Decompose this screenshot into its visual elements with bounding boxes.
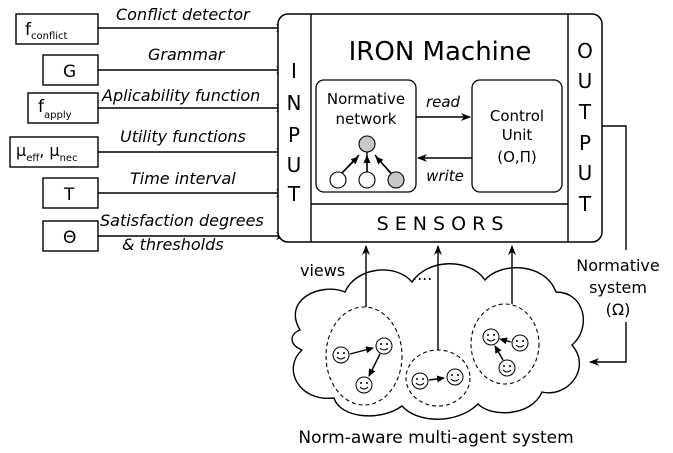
views-ellipsis: .... [412, 265, 432, 284]
input-box-grammar [42, 54, 99, 86]
write-label: write [426, 167, 464, 185]
input-letter: U [287, 153, 302, 177]
views-label: views [300, 261, 345, 280]
input-symbol: G [63, 62, 76, 82]
output-letter: T [578, 192, 592, 216]
normative-system-label: system [589, 278, 647, 297]
input-symbol: T [63, 185, 75, 205]
agent-link [499, 337, 512, 345]
iron-machine: IRON Machine I N P U T O U T P U T S E N… [277, 13, 603, 243]
input-label: Satisfaction degrees [100, 211, 264, 230]
agent-smiley [482, 328, 500, 346]
input-row-time: T Time interval [42, 169, 286, 209]
agent-link [349, 346, 374, 355]
output-letter: U [578, 69, 593, 93]
input-label: Time interval [130, 169, 236, 188]
machine-title: IRON Machine [349, 37, 532, 67]
agent-smiley [375, 337, 393, 355]
normative-network-label: network [336, 110, 397, 128]
network-node [329, 171, 347, 189]
agent-smiley [355, 376, 373, 394]
input-symbol: Θ [63, 228, 76, 248]
input-symbol: fapply [38, 97, 72, 121]
agent-smiley [332, 346, 350, 364]
control-unit-label: (O,Π) [497, 148, 537, 166]
network-arrow [341, 156, 359, 174]
output-letter: O [577, 39, 593, 63]
control-unit-label: Unit [502, 126, 533, 144]
output-letter: P [579, 131, 591, 155]
input-letter: T [287, 182, 301, 206]
agent-link [368, 353, 381, 377]
read-label: read [426, 93, 461, 111]
input-row-grammar: G Grammar [42, 45, 286, 86]
normative-system-label: (Ω) [606, 300, 631, 319]
normative-network-label: Normative [327, 90, 405, 108]
network-node [387, 171, 405, 189]
agent-smiley [498, 359, 516, 377]
network-arrow [375, 156, 392, 174]
agent-link [494, 345, 504, 361]
agent-smiley [511, 334, 529, 352]
input-letter: I [291, 59, 297, 83]
agent-smiley [446, 368, 464, 386]
normative-system-bg [566, 250, 670, 322]
input-row-theta: Θ Satisfaction degrees & thresholds [42, 211, 286, 254]
input-label-2: & thresholds [122, 235, 224, 254]
input-box-conflict [15, 13, 99, 45]
input-box-theta [42, 220, 99, 252]
mas-caption: Norm-aware multi-agent system [298, 428, 573, 448]
input-letter: P [288, 123, 300, 147]
input-letter: N [287, 91, 302, 115]
network-node [358, 171, 376, 189]
agent-link [428, 375, 445, 383]
input-label: Utility functions [120, 127, 246, 146]
input-column: I N P U T [287, 59, 302, 206]
input-symbol: fconflict [25, 20, 68, 42]
input-row-utility: μeff, μnec Utility functions [9, 127, 286, 168]
input-row-apply: fapply Aplicability function [27, 86, 286, 124]
control-unit-box [471, 79, 563, 193]
input-row-conflict: fconflict Conflict detector [15, 5, 286, 45]
input-box-apply [27, 92, 99, 124]
sensors-label: S E N S O R S [377, 213, 504, 235]
agent-group [470, 303, 540, 385]
normative-system-label: Normative [576, 256, 659, 275]
agent-smiley [411, 372, 429, 390]
input-box-utility [9, 136, 99, 168]
output-letter: T [578, 100, 592, 124]
agent-group [325, 306, 403, 406]
output-letter: U [578, 161, 593, 185]
control-unit-label: Control [490, 107, 544, 125]
input-label: Conflict detector [116, 5, 251, 24]
network-node [358, 135, 376, 153]
input-symbol: μeff, μnec [16, 141, 78, 164]
input-label: Aplicability function [101, 86, 260, 105]
output-arrow [589, 125, 627, 366]
input-label: Grammar [148, 45, 226, 64]
output-column: O U T P U T [577, 39, 593, 216]
network-graph [329, 135, 405, 189]
